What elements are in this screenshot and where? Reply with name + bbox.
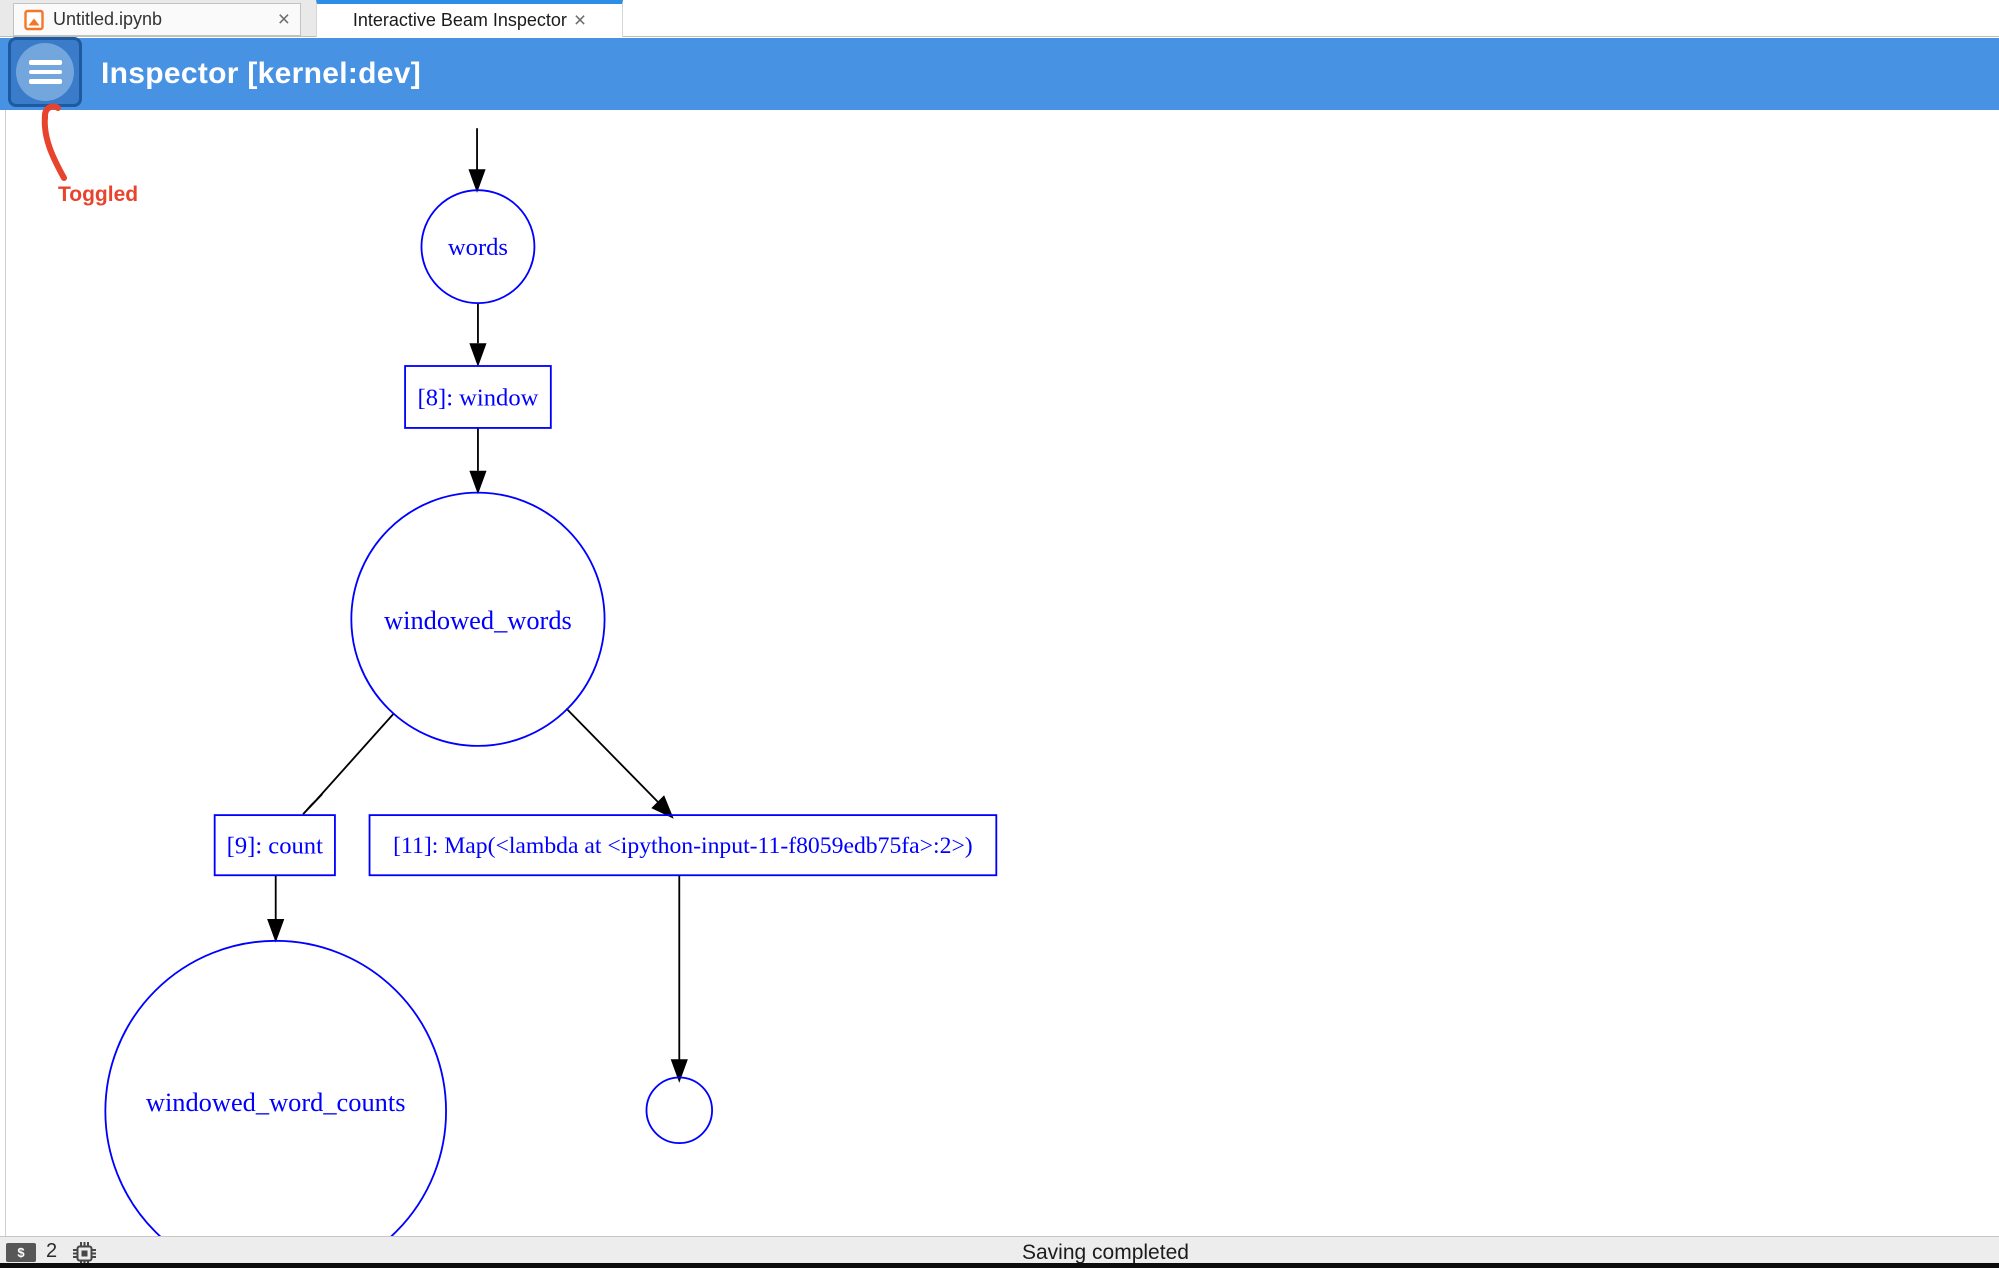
tab-title: Untitled.ipynb	[53, 9, 163, 29]
screen-edge	[0, 1263, 1999, 1268]
inspector-title: Inspector [kernel:dev]	[101, 57, 422, 90]
node-count-label: [9]: count	[227, 833, 323, 860]
inspector-app-bar: Inspector [kernel:dev]	[0, 38, 1999, 110]
node-words-circle[interactable]	[420, 189, 536, 305]
kernel-chip-icon[interactable]	[72, 1241, 97, 1268]
node-count-box[interactable]	[213, 814, 336, 877]
status-message: Saving completed	[1022, 1241, 1189, 1264]
node-map-box[interactable]	[368, 814, 998, 877]
hamburger-menu-button[interactable]	[8, 37, 82, 107]
node-window-label: [8]: window	[418, 384, 539, 411]
notebook-icon	[24, 9, 44, 31]
tab-interactive-beam-inspector[interactable]: Interactive Beam Inspector ×	[316, 0, 623, 37]
arrowhead	[267, 918, 285, 943]
terminal-icon[interactable]: $	[6, 1243, 36, 1262]
status-bar	[0, 1236, 1999, 1264]
node-words-label: words	[448, 234, 508, 261]
node-windowed-words-label: windowed_words	[384, 605, 572, 635]
arrowhead	[468, 169, 486, 193]
node-window-box[interactable]	[404, 365, 552, 429]
hamburger-icon	[16, 43, 74, 101]
annotation-toggled-label: Toggled	[58, 183, 139, 206]
tab-title: Interactive Beam Inspector	[352, 10, 567, 30]
node-windowed-word-counts-label: windowed_word_counts	[146, 1087, 406, 1117]
tab-untitled-notebook[interactable]: Untitled.ipynb ×	[13, 3, 301, 36]
panel-border	[5, 110, 6, 1236]
edge-windowedwords-map	[565, 707, 659, 804]
graph-edges	[267, 128, 688, 1083]
edge-windowedwords-count	[316, 712, 395, 801]
pipeline-graph-panel: words [8]: window windowed_words [9]: co…	[0, 110, 1999, 1236]
node-anonymous-pcollection-circle[interactable]	[645, 1076, 713, 1144]
arrowhead	[469, 470, 487, 495]
close-icon[interactable]: ×	[573, 9, 587, 32]
running-sessions-count[interactable]: 2	[46, 1240, 58, 1262]
close-icon[interactable]: ×	[277, 8, 290, 31]
node-map-label: [11]: Map(<lambda at <ipython-input-11-f…	[393, 833, 973, 859]
node-windowed-words-circle[interactable]	[350, 491, 606, 747]
arrowhead	[670, 1059, 688, 1083]
arrowhead	[651, 795, 674, 819]
pipeline-graph: words [8]: window windowed_words [9]: co…	[104, 128, 998, 1236]
arrowhead	[469, 343, 487, 367]
arrowhead	[302, 793, 323, 815]
node-windowed-word-counts-circle[interactable]	[104, 939, 447, 1236]
